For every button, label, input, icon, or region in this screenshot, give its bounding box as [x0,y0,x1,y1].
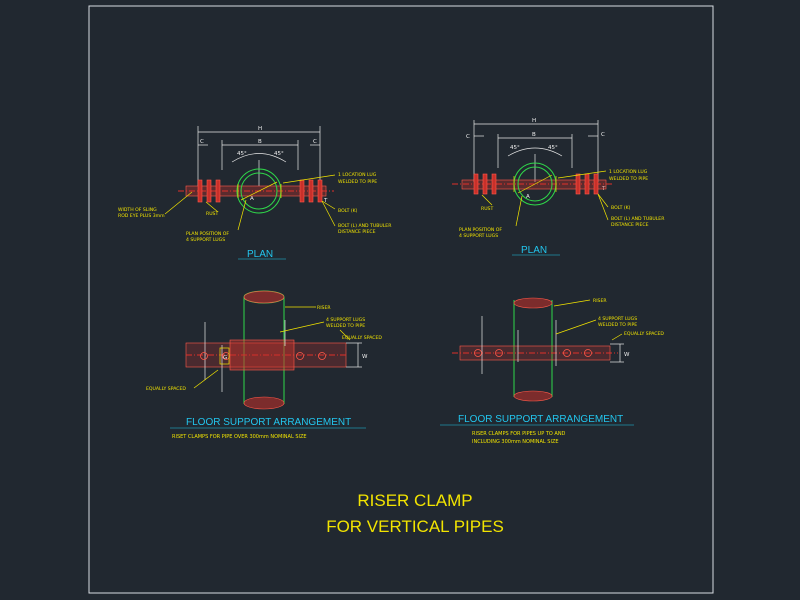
right-floor-label-welded: WELDED TO PIPE [598,322,637,328]
label-bolt-k: BOLT (K) [338,208,358,214]
right-floor-subheading-1: RISER CLAMPS FOR PIPES UP TO AND [472,431,566,437]
r-dim-c-right: C [601,132,605,138]
r-label-plan-position: PLAN POSITION OF [459,227,502,233]
dim-c-left: C [200,139,204,145]
dim-t: T [323,198,328,204]
left-floor-label-riser: RISER [317,305,331,311]
label-width-of-sling: WIDTH OF SLING [118,207,157,213]
dim-a: A [250,196,254,202]
r-label-bolt-l: BOLT (L) AND TUBULER [611,216,665,222]
left-floor-support-view: G W RISER 4 SUPPORT LUGS WELDED TO PIPE … [146,290,382,440]
right-floor-support-view: W RISER 4 SUPPORT LUGS WELDED TO PIPE EQ… [440,297,664,445]
label-rod-eye: ROD EYE PLUS 3mm [118,213,165,219]
drawing-title-line-1: RISER CLAMP [357,491,472,510]
left-plan-view: H B C C 45° 45° A T 1 LOCATION L [118,126,392,260]
r-label-bolt-k: BOLT (K) [611,205,631,211]
dim-h: H [258,126,262,132]
left-floor-label-support-lugs: 4 SUPPORT LUGS [326,317,365,323]
r-dim-c-left: C [466,134,470,140]
right-plan-view: H B C C 45° 45° A T 1 LOCATION LUG WELDE… [452,118,665,256]
r-dim-b: B [532,132,536,138]
r-dim-angle-left: 45° [510,145,520,151]
left-floor-label-equally-top: EQUALLY SPACED [342,335,382,341]
r-dim-angle-right: 45° [548,145,558,151]
right-floor-dim-w: W [624,352,630,358]
right-plan-heading: PLAN [521,245,547,256]
left-floor-label-welded: WELDED TO PIPE [326,323,365,329]
label-welded-to-pipe: WELDED TO PIPE [338,179,377,185]
left-floor-label-equally-left: EQUALLY SPACED [146,386,186,392]
drawing-title-line-2: FOR VERTICAL PIPES [326,517,504,536]
left-plan-heading: PLAN [247,249,273,260]
right-floor-label-support-lugs: 4 SUPPORT LUGS [598,316,637,322]
dim-c-right: C [313,139,317,145]
r-dim-h: H [532,118,536,124]
dim-angle-left: 45° [237,151,247,157]
dim-angle-right: 45° [274,151,284,157]
label-support-lugs: 4 SUPPORT LUGS [186,237,225,243]
r-label-support-lugs: 4 SUPPORT LUGS [459,233,498,239]
r-label-location-lug: 1 LOCATION LUG [609,169,648,175]
label-location-lug: 1 LOCATION LUG [338,172,377,178]
left-floor-heading: FLOOR SUPPORT ARRANGEMENT [186,417,351,428]
label-bolt-l: BOLT (L) AND TUBULER [338,223,392,229]
drawing-border [88,5,714,594]
label-plan-position: PLAN POSITION OF [186,231,229,237]
left-floor-dim-w: W [362,354,368,360]
right-floor-label-equally: EQUALLY SPACED [624,331,664,337]
r-label-welded-to-pipe: WELDED TO PIPE [609,176,648,182]
dim-b: B [258,139,262,145]
label-rust: RUST [206,211,218,217]
right-floor-subheading-2: INCLUDING 300mm NOMINAL SIZE [472,439,559,445]
r-label-rust: RUST [481,206,493,212]
right-floor-label-riser: RISER [593,298,607,304]
right-floor-heading: FLOOR SUPPORT ARRANGEMENT [458,414,623,425]
label-distance-piece: DISTANCE PIECE [338,229,376,235]
left-floor-subheading: RISET CLAMPS FOR PIPE OVER 300mm NOMINAL… [172,434,307,440]
r-label-distance-piece: DISTANCE PIECE [611,222,649,228]
r-dim-a: A [526,194,530,200]
left-floor-dim-g: G [223,355,227,361]
